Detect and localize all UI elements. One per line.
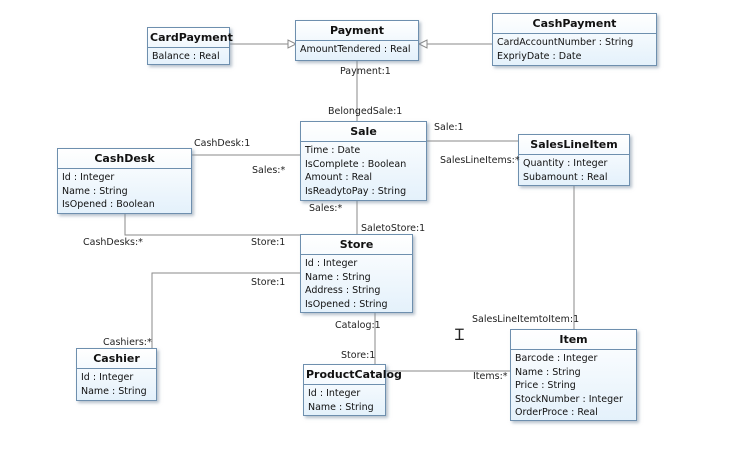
attribute: Barcode : Integer (515, 353, 598, 364)
class-cashpayment[interactable]: CashPayment CardAccountNumber : String E… (492, 13, 657, 66)
attribute: Name : String (515, 366, 581, 378)
attribute: OrderProce : Real (515, 407, 598, 418)
role-label-store-cashdesk: Store:1 (251, 237, 286, 248)
class-name: Sale (301, 122, 426, 142)
attribute: Id : Integer (62, 172, 115, 183)
class-name: CashPayment (493, 14, 656, 34)
class-saleslineitem[interactable]: SalesLineItem Quantity : Integer Subamou… (518, 134, 630, 186)
class-payment[interactable]: Payment AmountTendered : Real (295, 20, 419, 61)
class-sale[interactable]: Sale Time : Date IsComplete : Boolean Am… (300, 121, 427, 201)
text-cursor-icon: Ɪ (455, 325, 464, 344)
class-productcatalog[interactable]: ProductCatalog Id : Integer Name : Strin… (303, 364, 402, 416)
attribute: Id : Integer (81, 372, 134, 383)
class-name: CashDesk (58, 149, 191, 169)
role-label-belongedsale: BelongedSale:1 (328, 106, 403, 117)
attribute: IsOpened : Boolean (62, 199, 155, 210)
attribute: Balance : Real (152, 51, 220, 62)
attribute: Name : String (305, 271, 371, 283)
attribute: StockNumber : Integer (515, 393, 623, 405)
attribute: AmountTendered : Real (300, 44, 411, 55)
attribute: Name : String (81, 385, 147, 397)
class-name: SalesLineItem (519, 135, 629, 155)
class-name: ProductCatalog (304, 365, 402, 385)
class-name: CardPayment (148, 28, 233, 48)
attribute: IsComplete : Boolean (305, 158, 407, 170)
class-cashdesk[interactable]: CashDesk Id : Integer Name : String IsOp… (57, 148, 192, 214)
class-store[interactable]: Store Id : Integer Name : String Address… (300, 234, 413, 313)
generalization-arrowhead (287, 39, 298, 49)
association-cashier-store (151, 272, 300, 349)
class-item[interactable]: Item Barcode : Integer Name : String Pri… (510, 329, 637, 421)
role-label-store-catalog: Store:1 (341, 350, 376, 361)
attribute: CardAccountNumber : String (497, 37, 634, 48)
role-label-items: Items:* (473, 371, 508, 382)
attribute: Id : Integer (305, 258, 358, 269)
role-label-payment: Payment:1 (340, 66, 391, 77)
attribute: IsReadytoPay : String (305, 185, 407, 197)
role-label-cashdesk: CashDesk:1 (194, 138, 251, 149)
class-cardpayment[interactable]: CardPayment Balance : Real (147, 27, 233, 65)
role-label-saletostore: SaletoStore:1 (361, 223, 426, 234)
role-label-cashdesks: CashDesks:* (83, 237, 143, 248)
attribute: ExpriyDate : Date (497, 50, 582, 62)
role-label-store-cashier: Store:1 (251, 277, 286, 288)
attribute: Subamount : Real (523, 171, 608, 183)
role-label-sales-cashdesk: Sales:* (252, 165, 286, 176)
attribute: Time : Date (305, 145, 361, 156)
attribute: Id : Integer (308, 388, 361, 399)
attribute: Name : String (62, 185, 128, 197)
class-name: Item (511, 330, 636, 350)
role-label-sales-store: Sales:* (309, 203, 343, 214)
attribute: Quantity : Integer (523, 158, 608, 169)
class-name: Payment (296, 21, 418, 41)
association-cashdesk-store (124, 214, 300, 236)
role-label-cashiers: Cashiers:* (103, 337, 152, 348)
attribute: Address : String (305, 285, 381, 296)
class-name: Store (301, 235, 412, 255)
attribute: IsOpened : String (305, 298, 388, 310)
role-label-saleslineitemtoitem: SalesLineItemtoItem:1 (472, 314, 580, 325)
class-name: Cashier (77, 349, 156, 369)
role-label-catalog: Catalog:1 (335, 320, 381, 331)
role-label-saleslineitems: SalesLineItems:* (440, 155, 520, 166)
attribute: Price : String (515, 380, 576, 391)
attribute: Amount : Real (305, 172, 373, 183)
role-label-sale: Sale:1 (434, 122, 464, 133)
class-cashier[interactable]: Cashier Id : Integer Name : String (76, 348, 157, 401)
generalization-arrowhead (417, 39, 428, 49)
attribute: Name : String (308, 401, 374, 413)
